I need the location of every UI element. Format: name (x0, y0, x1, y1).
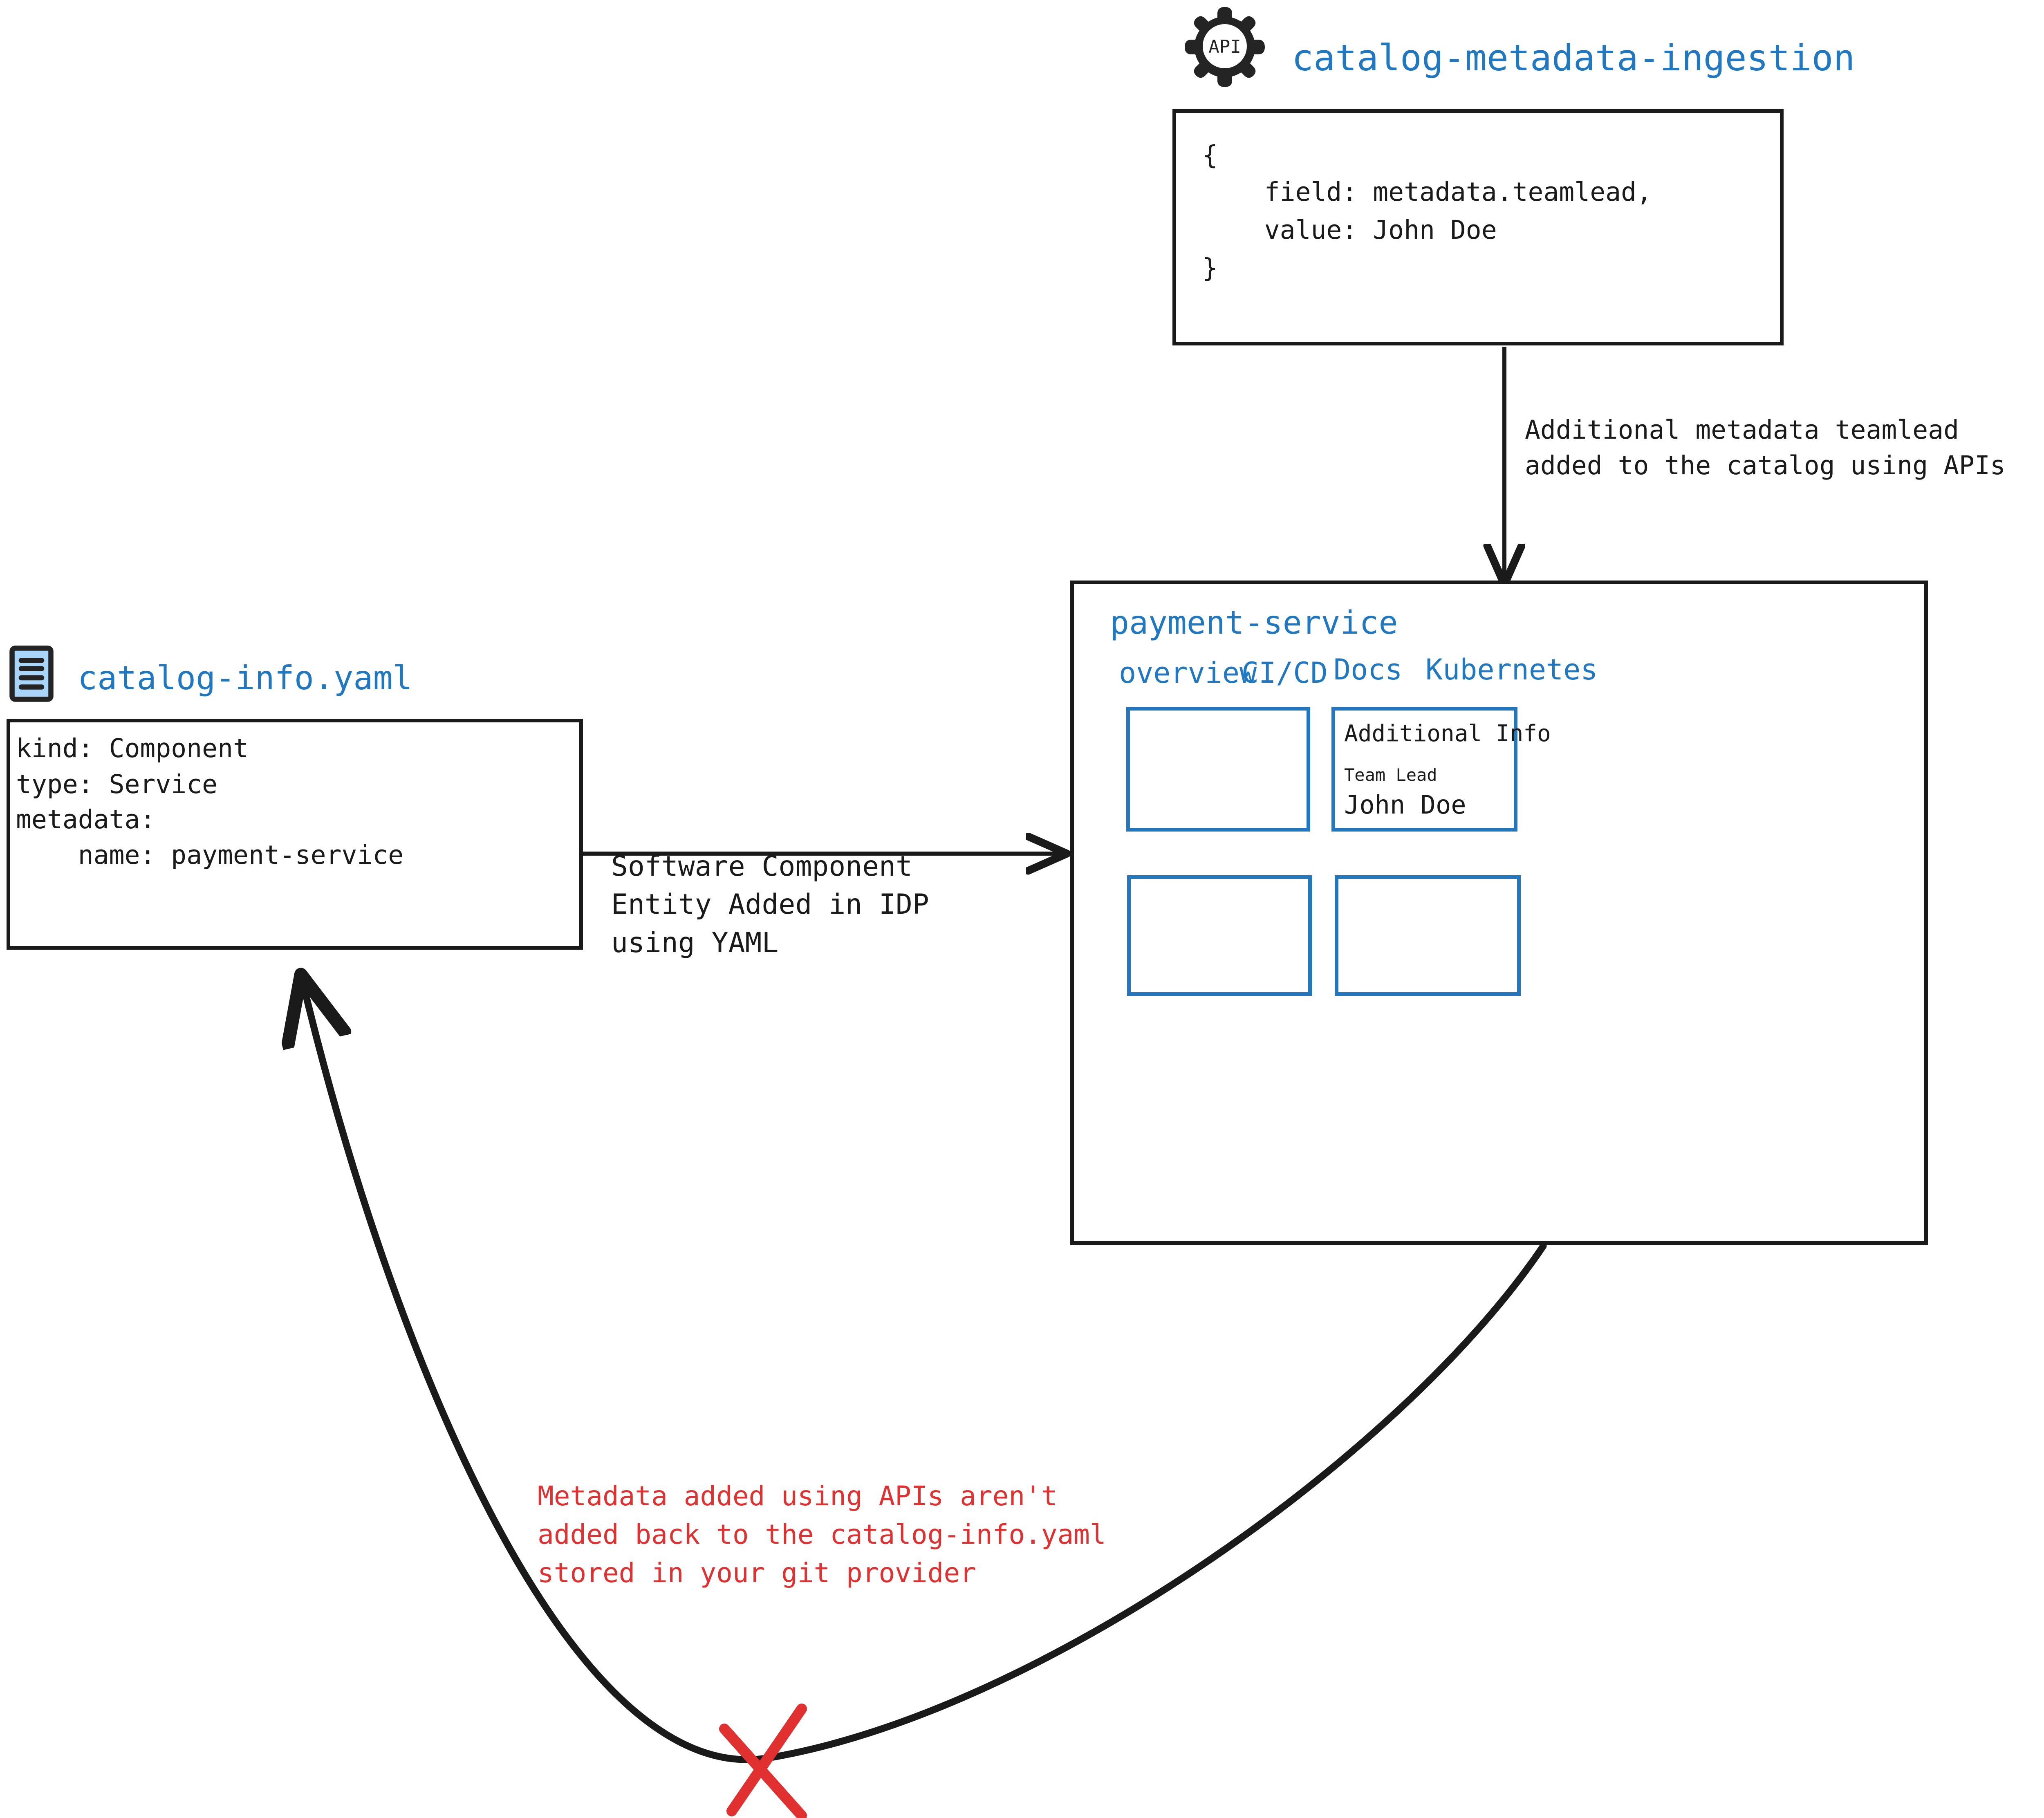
additional-info-heading: Additional Info (1344, 720, 1551, 747)
warning-line-2: stored in your git provider (538, 1557, 976, 1589)
warning-line-0: Metadata added using APIs aren't (538, 1480, 1058, 1512)
team-lead-value: John Doe (1344, 790, 1466, 820)
yaml-line-0: kind: Component (16, 733, 249, 763)
yaml-line-2: metadata: (16, 805, 156, 834)
yaml-edge-label-line-2: using YAML (611, 927, 779, 959)
warning-line-1: added back to the catalog-info.yaml (538, 1519, 1106, 1550)
api-payload-line-0: { (1202, 140, 1218, 170)
tab-cicd[interactable]: CI/CD (1242, 656, 1328, 690)
yaml-edge-label-line-1: Entity Added in IDP (611, 888, 929, 921)
additional-info-card[interactable]: Additional Info Team Lead John Doe (1331, 707, 1551, 832)
api-gear-icon: API (1184, 3, 1266, 91)
empty-card-bottom-left[interactable] (1127, 875, 1312, 996)
idp-panel: payment-service overview CI/CD Docs Kube… (1070, 581, 1928, 1245)
yaml-edge-label-line-0: Software Component (611, 850, 912, 883)
api-node-title: catalog-metadata-ingestion (1292, 37, 1855, 79)
panel-title: payment-service (1110, 605, 1398, 641)
tab-overview[interactable]: overview (1119, 656, 1257, 690)
tab-kubernetes[interactable]: Kubernetes (1425, 653, 1598, 686)
yaml-line-1: type: Service (16, 769, 218, 799)
empty-card-top-left[interactable] (1126, 707, 1310, 832)
tab-docs[interactable]: Docs (1334, 653, 1403, 686)
api-edge-label-line-1: added to the catalog using APIs (1525, 451, 2006, 480)
api-payload-box: { field: metadata.teamlead, value: John … (1172, 109, 1784, 345)
red-x-mark (719, 1704, 807, 1818)
empty-card-bottom-right[interactable] (1335, 875, 1521, 996)
yaml-content-box: kind: Component type: Service metadata: … (7, 719, 583, 950)
yaml-line-3: name: payment-service (16, 840, 404, 870)
api-payload-line-3: } (1202, 253, 1218, 283)
api-edge-label-line-0: Additional metadata teamlead (1525, 415, 1959, 445)
yaml-file-icon (9, 645, 54, 704)
api-payload-line-1: field: metadata.teamlead, (1202, 177, 1652, 207)
yaml-node-title: catalog-info.yaml (78, 659, 412, 697)
api-payload-line-2: value: John Doe (1202, 215, 1497, 245)
team-lead-label: Team Lead (1344, 765, 1437, 785)
svg-text:API: API (1208, 36, 1241, 57)
